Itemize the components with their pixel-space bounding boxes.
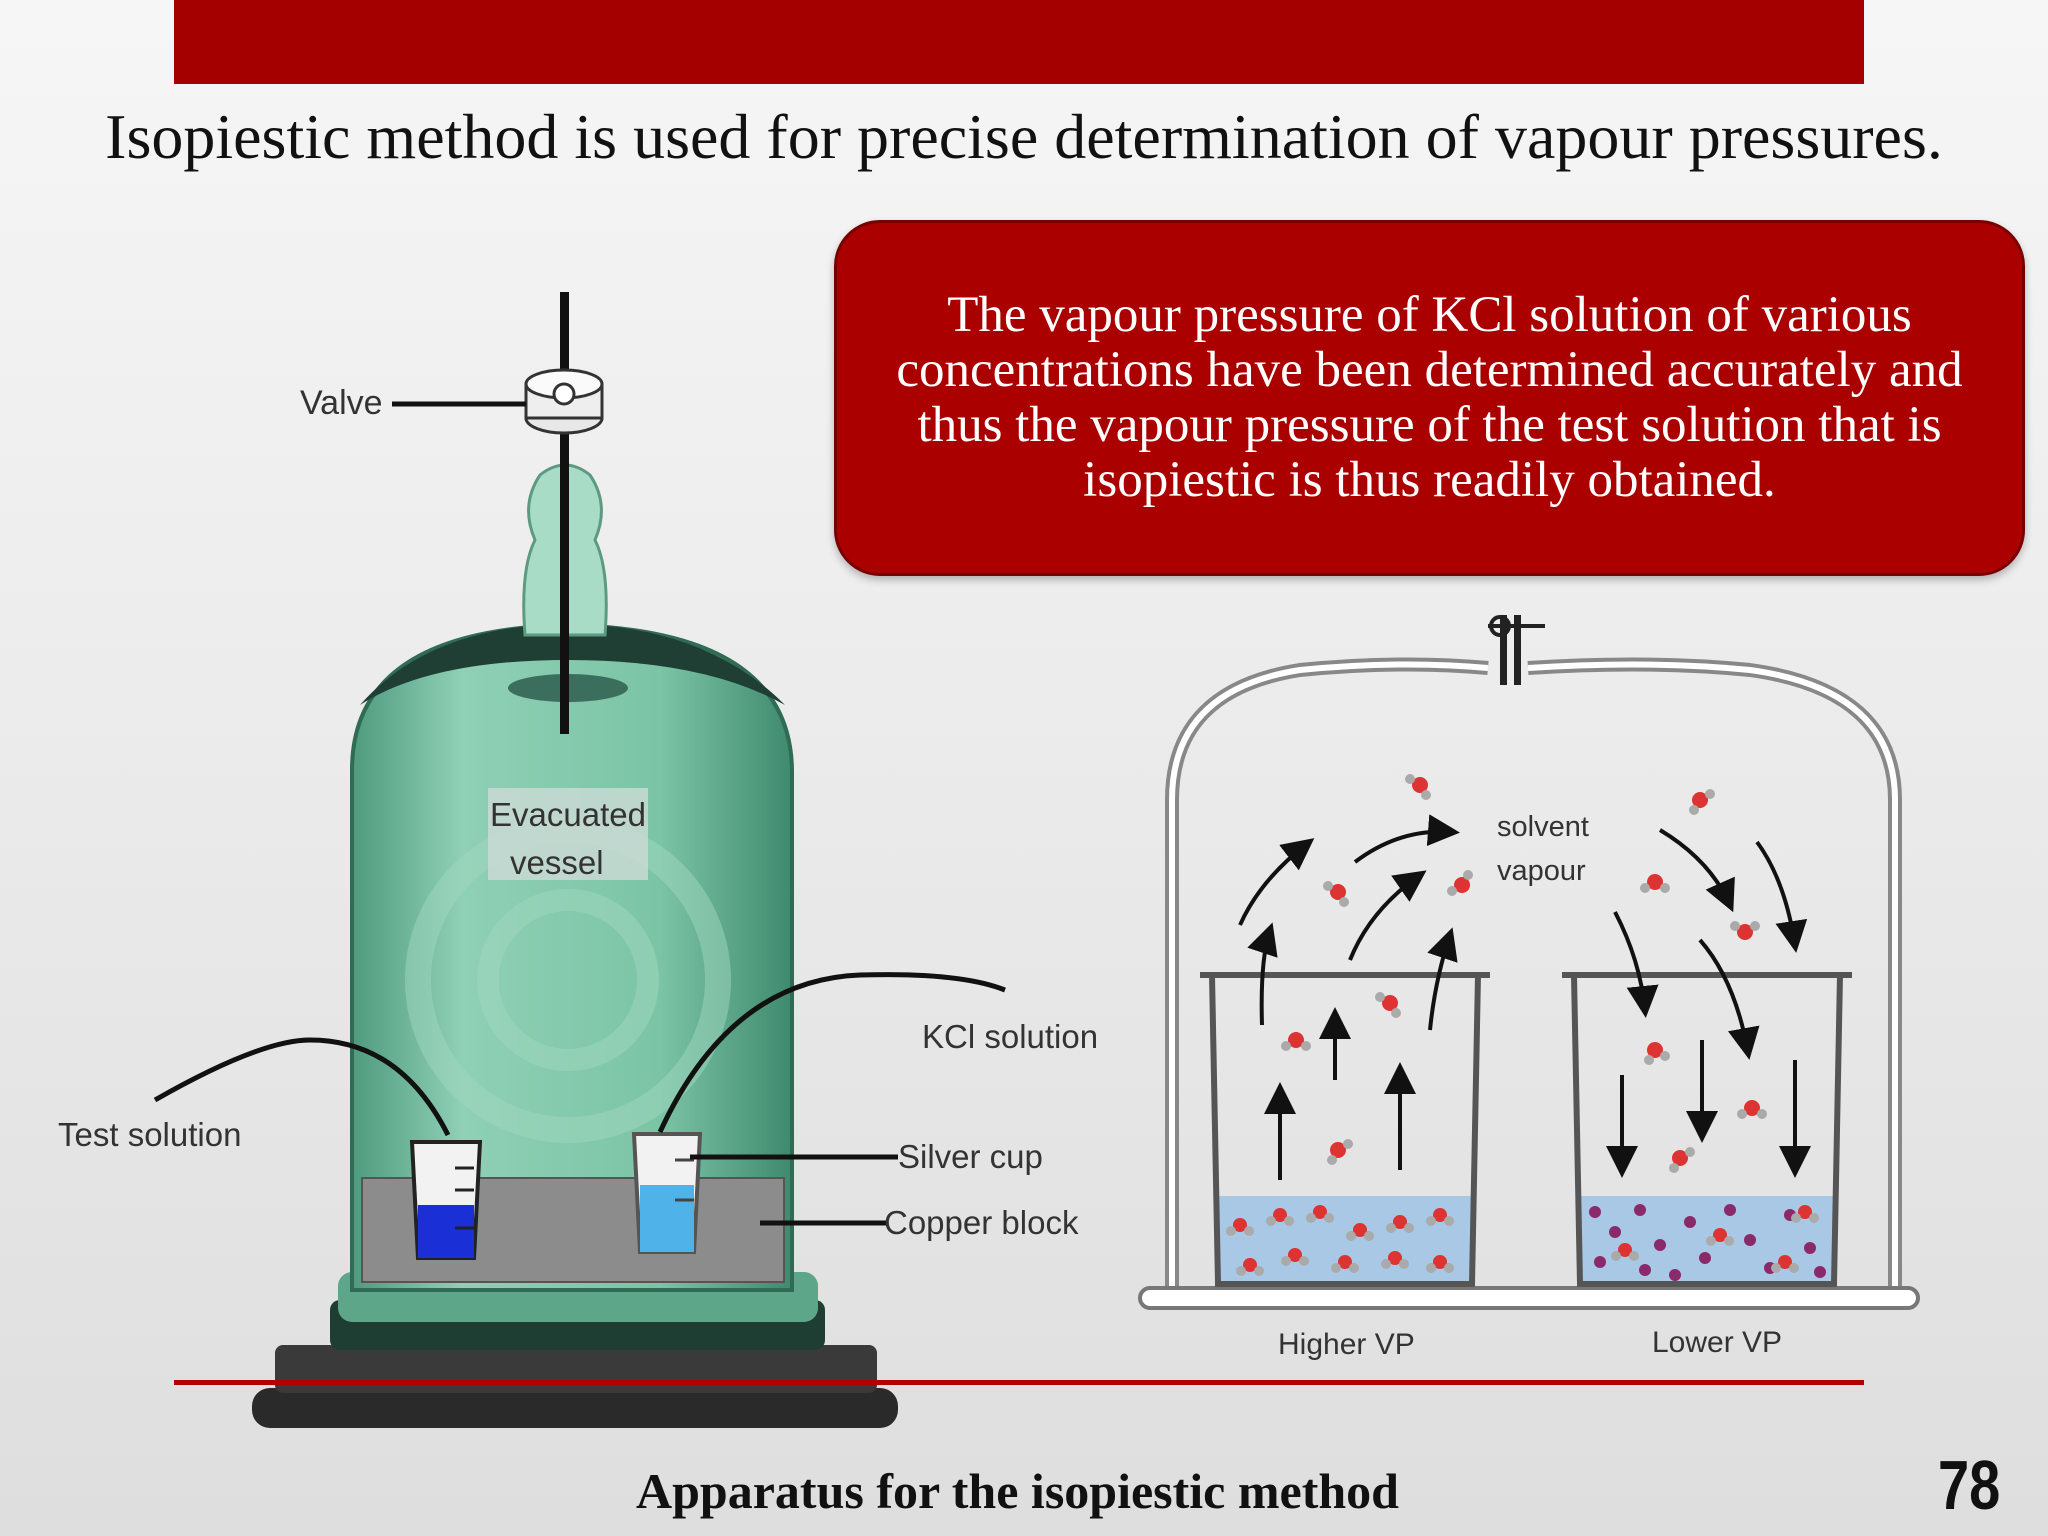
beaker-lower-vp — [1562, 972, 1852, 1287]
water-molecules-right-solution — [1611, 1205, 1819, 1273]
lower-vp-label: Lower VP — [1652, 1326, 1782, 1359]
swirl-inner — [477, 889, 659, 1071]
base-plate-mid — [275, 1345, 877, 1393]
dome-highlight — [1169, 661, 1898, 1295]
valve-label: Valve — [300, 384, 383, 422]
water-molecules — [1226, 1205, 1454, 1276]
footer-rule — [174, 1380, 1864, 1385]
kcl-leader — [657, 972, 1006, 1134]
test-solution-label: Test solution — [58, 1116, 241, 1153]
valve — [524, 368, 604, 435]
jar-dome-rim — [360, 624, 785, 705]
solute-particles — [1589, 1204, 1826, 1281]
vessel-label-bg — [488, 788, 648, 880]
kcl-beaker — [631, 1132, 703, 1254]
copper-block-label: Copper block — [884, 1204, 1079, 1241]
evaporation-arrows — [1238, 814, 1460, 1180]
test-solution-beaker — [409, 1140, 483, 1260]
valve-rod — [560, 292, 569, 734]
callout-box: The vapour pressure of KCl solution of v… — [834, 220, 2025, 576]
vapour-transfer-diagram: solvent vapour Higher VP Lower VP — [1138, 615, 1920, 1361]
vapour-label-line2: vapour — [1497, 855, 1586, 887]
stopcock — [1488, 615, 1545, 685]
silver-cup-label: Silver cup — [898, 1138, 1043, 1175]
vapour-molecules — [1281, 774, 1767, 1173]
base-plate-bottom — [252, 1388, 898, 1428]
figure-caption: Apparatus for the isopiestic method — [636, 1463, 1399, 1519]
header-bar — [174, 0, 1864, 84]
vessel-label-line2: vessel — [510, 844, 604, 881]
vapour-label-line1: solvent — [1497, 811, 1589, 843]
page-number: 78 — [1938, 1446, 2001, 1524]
slide-title: Isopiestic method is used for precise de… — [105, 101, 1943, 172]
higher-vp-label: Higher VP — [1278, 1328, 1415, 1361]
beaker-higher-vp — [1200, 972, 1490, 1287]
bell-jar-diagram: Valve Evacuated vessel KCl solution Test… — [58, 292, 1098, 1428]
test-solution-leader — [153, 1037, 451, 1137]
callout-text: The vapour pressure of KCl solution of v… — [896, 287, 1963, 508]
dome-base — [1138, 1286, 1920, 1310]
condensation-arrows — [1606, 828, 1811, 1178]
kcl-label: KCl solution — [922, 1018, 1098, 1055]
vessel-label-line1: Evacuated — [490, 796, 646, 833]
